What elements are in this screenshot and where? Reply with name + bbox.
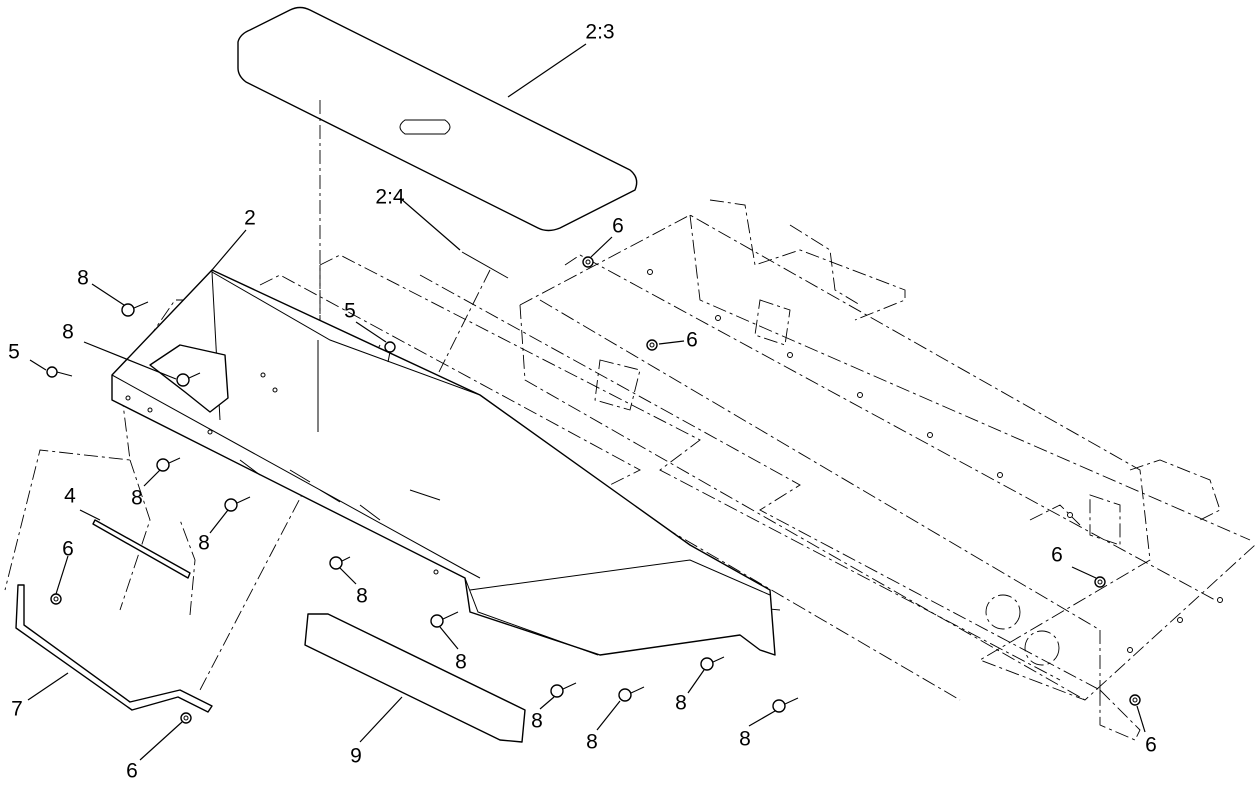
part-2-bracket <box>111 269 776 656</box>
bolt-8-f <box>430 611 459 628</box>
bolt-8-c <box>156 457 181 472</box>
callout-label-2-3: 2:3 <box>585 20 615 44</box>
callout-label-4: 4 <box>64 484 76 508</box>
callout-label-8-h: 8 <box>586 730 598 754</box>
callout-label-6-e: 6 <box>62 537 74 561</box>
nut-6-f <box>180 712 192 724</box>
leader-lines <box>27 43 1146 761</box>
nut-6-a <box>582 256 594 268</box>
callout-label-8-j: 8 <box>739 727 751 751</box>
bolt-8-h <box>618 686 645 702</box>
callout-label-2: 2 <box>244 206 256 230</box>
callout-label-6-a: 6 <box>612 214 624 238</box>
bolt-8-e <box>329 556 351 570</box>
callout-label-2-4: 2:4 <box>375 185 405 209</box>
callout-label-5-a: 5 <box>8 340 20 364</box>
pin-5-b <box>384 341 396 363</box>
callout-label-6-f: 6 <box>126 759 138 783</box>
callout-label-8-e: 8 <box>356 584 368 608</box>
callout-label-6-d: 6 <box>1145 733 1157 757</box>
callout-label-6-c: 6 <box>1051 543 1063 567</box>
callout-label-8-d: 8 <box>198 531 210 555</box>
callout-label-6-b: 6 <box>686 328 698 352</box>
frame-assembly <box>519 199 1256 741</box>
callout-label-7: 7 <box>11 697 23 721</box>
part-7-rod <box>15 584 213 713</box>
nut-6-b <box>646 339 658 351</box>
bolt-8-i <box>700 656 725 671</box>
nut-6-d <box>1129 694 1141 706</box>
part-4-blade <box>92 519 191 579</box>
callout-label-8-g: 8 <box>531 709 543 733</box>
nut-6-e <box>50 593 62 605</box>
bolt-8-d <box>224 496 251 512</box>
callout-label-8-i: 8 <box>675 691 687 715</box>
callout-label-8-c: 8 <box>131 486 143 510</box>
callout-label-8-a: 8 <box>77 266 89 290</box>
callout-label-9: 9 <box>350 744 362 768</box>
part-2-4-strip <box>461 251 509 279</box>
fasteners <box>46 256 1141 724</box>
bolt-8-b <box>176 372 201 387</box>
part-9-strip <box>304 613 526 743</box>
callout-label-8-b: 8 <box>62 320 74 344</box>
callout-label-8-f: 8 <box>455 650 467 674</box>
bolt-8-j <box>772 697 799 713</box>
callout-label-5-b: 5 <box>344 299 356 323</box>
nut-6-c <box>1094 576 1106 588</box>
pin-5-a <box>46 366 73 378</box>
bolt-8-g <box>550 682 577 698</box>
bolt-8-a <box>121 301 149 317</box>
